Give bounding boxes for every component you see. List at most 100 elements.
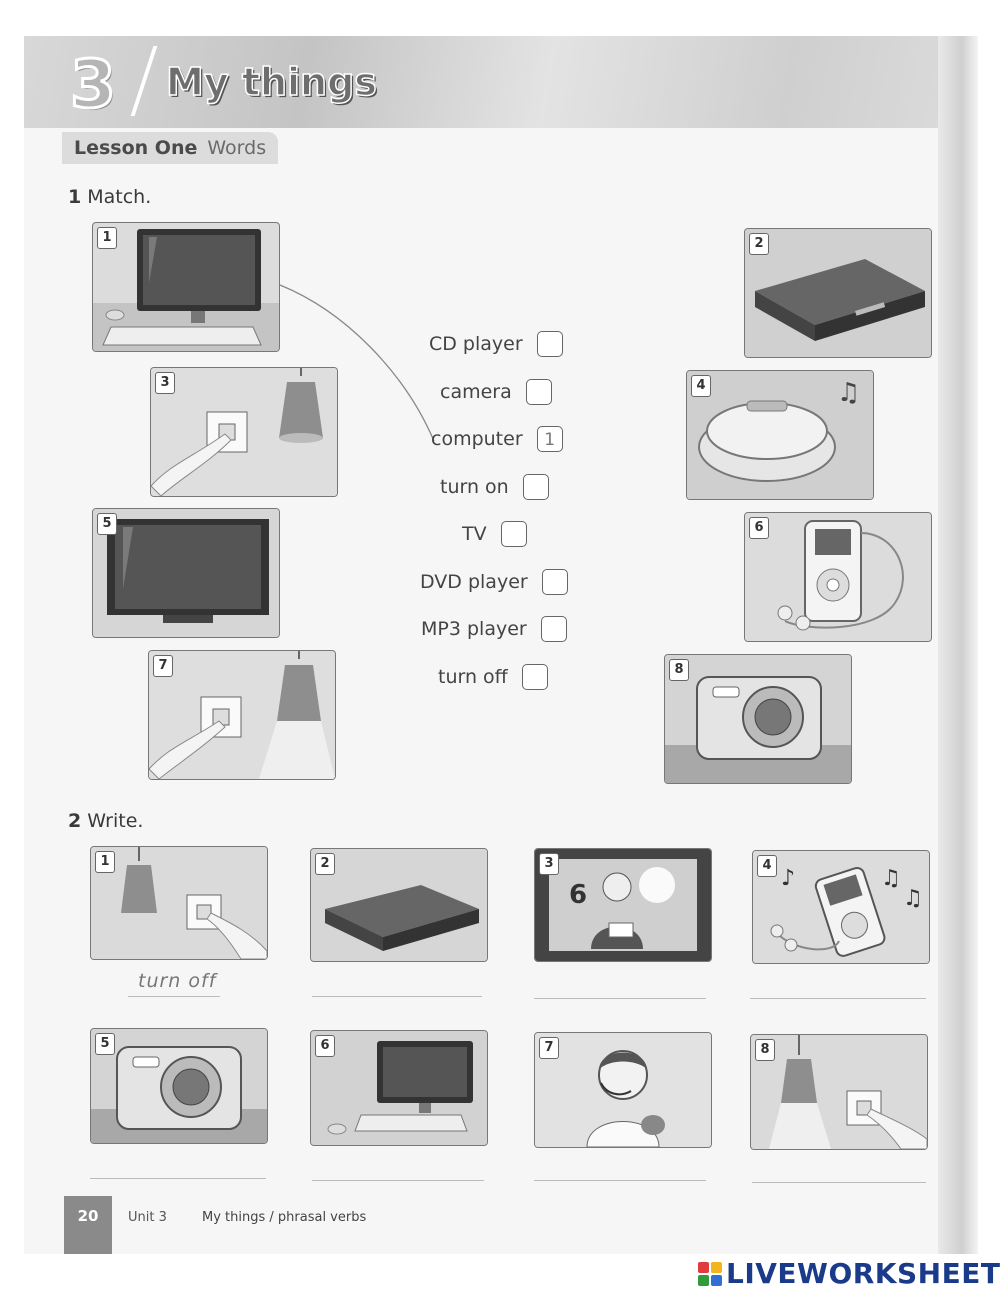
mp3-player-icon: ♪ ♫ ♫ (753, 851, 929, 963)
computer-icon (93, 229, 279, 351)
exercise1-number: 1 (68, 186, 82, 208)
answer-box[interactable] (536, 331, 563, 357)
word-label: camera (440, 381, 512, 403)
svg-text:6: 6 (569, 880, 587, 910)
word-row-tv: TV (462, 521, 527, 547)
answer-line-6[interactable] (312, 1180, 484, 1181)
picture-number: 3 (539, 853, 559, 875)
page-number: 20 (64, 1196, 112, 1254)
lamp-switch-icon (751, 1035, 927, 1149)
picture-number: 7 (153, 655, 173, 677)
lesson-tab: Lesson One Words (62, 132, 279, 164)
answer-box[interactable] (522, 474, 549, 500)
answer-line-2[interactable] (312, 996, 482, 997)
answer-line-7[interactable] (534, 1180, 706, 1181)
word-label: turn off (438, 666, 508, 688)
exercise2-number: 2 (68, 810, 82, 832)
word-row-cd-player: CD player (429, 331, 563, 357)
word-row-computer: computer 1 (431, 426, 563, 452)
svg-text:♪: ♪ (781, 866, 795, 891)
ex2-picture-5: 5 (90, 1028, 268, 1144)
word-row-dvd-player: DVD player (420, 569, 568, 595)
picture-number: 7 (539, 1037, 559, 1059)
picture-number: 4 (757, 855, 777, 877)
word-row-turn-off: turn off (438, 664, 548, 690)
dvd-player-icon (745, 229, 931, 357)
answer-box[interactable] (500, 521, 527, 547)
page-edge-shadow (938, 36, 978, 1254)
ex2-picture-2: 2 (310, 848, 488, 962)
answer-line-3[interactable] (534, 998, 706, 999)
word-row-mp3-player: MP3 player (421, 616, 567, 642)
ex2-picture-4: ♪ ♫ ♫ 4 (752, 850, 930, 964)
answer-line-1[interactable] (128, 996, 220, 997)
word-label: MP3 player (421, 618, 527, 640)
answer-line-5[interactable] (90, 1178, 266, 1179)
lesson-topic: Words (207, 137, 267, 159)
light-switch-icon (151, 368, 337, 496)
svg-text:♫: ♫ (903, 886, 923, 911)
unit-header-band (24, 36, 974, 128)
exercise1-instruction: Match. (87, 186, 152, 208)
unit-number: 3 (69, 45, 118, 125)
ex2-picture-7: 7 (534, 1032, 712, 1148)
word-label: CD player (429, 333, 523, 355)
ex2-picture-1: 1 (90, 846, 268, 960)
picture-number: 5 (95, 1033, 115, 1055)
liveworksheets-logo: LIVEWORKSHEETS (698, 1257, 1000, 1290)
answer-text-1[interactable]: turn off (138, 970, 217, 992)
ex1-picture-tv: 5 (92, 508, 280, 638)
ex1-picture-turn-on: 3 (150, 367, 338, 497)
word-row-camera: camera (440, 379, 552, 405)
lesson-label: Lesson One (74, 137, 198, 159)
liveworksheets-wordmark: LIVEWORKSHEETS (726, 1257, 1000, 1290)
match-line (279, 284, 435, 442)
lamp-switch-icon (91, 847, 267, 959)
picture-number: 4 (691, 375, 711, 397)
answer-line-8[interactable] (752, 1182, 926, 1183)
svg-text:♫: ♫ (837, 378, 860, 408)
unit-title: My things (165, 59, 377, 105)
picture-number: 6 (315, 1035, 335, 1057)
liveworksheets-logo-icon (698, 1261, 722, 1286)
answer-box[interactable] (540, 616, 567, 642)
footer-unit: Unit 3 (128, 1210, 167, 1225)
dvd-player-icon (311, 849, 487, 961)
camera-icon (665, 655, 851, 783)
ex2-picture-6: 6 (310, 1030, 488, 1146)
ex1-picture-turn-off: 7 (148, 650, 336, 780)
tv-icon (93, 509, 279, 637)
exercise2-instruction: Write. (87, 810, 144, 832)
camera-icon (91, 1029, 267, 1143)
picture-number: 1 (97, 227, 117, 249)
picture-number: 1 (95, 851, 115, 873)
ex2-picture-8: 8 (750, 1034, 928, 1150)
ex1-picture-cd-player: ♫ 4 (686, 370, 874, 500)
answer-line-4[interactable] (750, 998, 926, 999)
ex1-picture-camera: 8 (664, 654, 852, 784)
picture-number: 5 (97, 513, 117, 535)
word-label: TV (462, 523, 487, 545)
answer-box[interactable] (541, 569, 568, 595)
answer-box[interactable]: 1 (536, 426, 563, 452)
light-switch-icon (149, 651, 335, 779)
picture-number: 6 (749, 517, 769, 539)
computer-icon (311, 1031, 487, 1145)
footer-topic: My things / phrasal verbs (202, 1210, 367, 1225)
answer-box[interactable] (525, 379, 552, 405)
cd-player-icon: ♫ (687, 371, 873, 499)
ex2-picture-3: 6 3 (534, 848, 712, 962)
boy-headset-icon (535, 1033, 711, 1147)
answer-box[interactable] (521, 664, 548, 690)
word-label: computer (431, 428, 523, 450)
ex1-picture-dvd-player: 2 (744, 228, 932, 358)
picture-number: 2 (315, 853, 335, 875)
ex1-picture-mp3-player: 6 (744, 512, 932, 642)
word-label: turn on (440, 476, 509, 498)
word-row-turn-on: turn on (440, 474, 549, 500)
picture-number: 8 (669, 659, 689, 681)
ex1-picture-computer: 1 (92, 222, 280, 352)
